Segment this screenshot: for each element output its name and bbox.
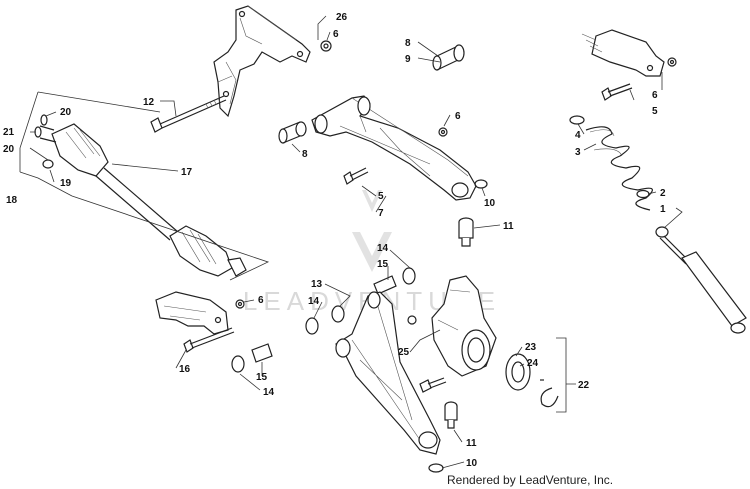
lower-a-arm bbox=[335, 291, 441, 455]
spring-retainer-4 bbox=[569, 115, 585, 125]
callout-23: 23 bbox=[525, 342, 537, 353]
axle-circlip-19 bbox=[42, 159, 54, 169]
cv-axle-17 bbox=[39, 123, 247, 277]
knuckle-bolt-lower bbox=[419, 377, 447, 393]
callout-14-mid: 14 bbox=[308, 296, 320, 307]
nut-6-top bbox=[320, 40, 332, 52]
callout-5-upper-arm: 5 bbox=[378, 191, 384, 202]
callout-5-top-right: 5 bbox=[652, 106, 658, 117]
nut-6-lower-left bbox=[235, 299, 245, 309]
callout-19: 19 bbox=[60, 178, 72, 189]
axle-circlip-20-top bbox=[40, 114, 48, 126]
bushing-8-left bbox=[278, 121, 307, 144]
callout-26: 26 bbox=[336, 12, 348, 23]
callout-6-top: 6 bbox=[333, 29, 339, 40]
callout-12: 12 bbox=[143, 97, 155, 108]
callout-1: 1 bbox=[660, 204, 666, 215]
callout-14-lower: 14 bbox=[263, 387, 275, 398]
callout-box-22 bbox=[556, 337, 576, 413]
bushing-13 bbox=[331, 305, 345, 323]
callout-22: 22 bbox=[578, 380, 590, 391]
bushing-8-top bbox=[432, 44, 465, 71]
callout-20-lower: 20 bbox=[3, 144, 15, 155]
callout-18: 18 bbox=[6, 195, 18, 206]
callout-16: 16 bbox=[179, 364, 191, 375]
callout-8-top: 8 bbox=[405, 38, 411, 49]
pin-15-right bbox=[373, 275, 397, 295]
circlip-10-lower bbox=[428, 463, 444, 473]
callout-25: 25 bbox=[398, 347, 410, 358]
bushing-14-right bbox=[402, 267, 416, 285]
steering-knuckle bbox=[431, 275, 497, 377]
render-credit: Rendered by LeadVenture, Inc. bbox=[447, 473, 613, 487]
bushing-14-mid bbox=[305, 317, 319, 335]
shock-upper-mount-bracket bbox=[581, 29, 665, 77]
callout-6-upper-arm: 6 bbox=[455, 111, 461, 122]
callout-24: 24 bbox=[527, 358, 539, 369]
bolt-16 bbox=[183, 327, 235, 353]
circlip-10-top bbox=[474, 179, 488, 189]
bolt-5-upper-arm bbox=[343, 167, 369, 185]
bearing-circlip bbox=[540, 387, 559, 408]
callout-11-lower: 11 bbox=[466, 438, 477, 449]
upper-a-arm bbox=[311, 95, 477, 201]
callout-box-18 bbox=[19, 91, 270, 281]
ball-joint-11-lower bbox=[444, 401, 458, 429]
callout-13: 13 bbox=[311, 279, 323, 290]
bolt-5-top-right bbox=[601, 83, 633, 101]
nut-6-upper-arm bbox=[438, 127, 448, 137]
callout-2: 2 bbox=[660, 188, 666, 199]
callout-15-lower: 15 bbox=[256, 372, 268, 383]
wheel-bearing-23 bbox=[505, 353, 531, 391]
bushing-14-lower-left bbox=[231, 355, 245, 373]
watermark-logo-icon bbox=[352, 190, 392, 272]
callout-11-upper: 11 bbox=[503, 221, 514, 232]
bolt-12 bbox=[150, 95, 227, 133]
callout-4: 4 bbox=[575, 130, 581, 141]
callout-6-top-right: 6 bbox=[652, 90, 658, 101]
callout-14-top: 14 bbox=[377, 243, 389, 254]
callout-21: 21 bbox=[3, 127, 15, 138]
ball-joint-11-upper bbox=[458, 217, 474, 247]
leader-lines bbox=[29, 15, 683, 469]
upper-frame-bracket bbox=[213, 5, 311, 118]
callout-10-top: 10 bbox=[484, 198, 496, 209]
callout-17: 17 bbox=[181, 167, 193, 178]
nut-6-top-right bbox=[667, 57, 677, 67]
callout-labels: 26 6 8 9 12 6 8 5 7 10 11 20 21 20 19 18… bbox=[3, 12, 666, 469]
knuckle-bolt-upper bbox=[407, 315, 417, 325]
shock-absorber-1 bbox=[655, 226, 747, 334]
spring-collar-2 bbox=[636, 189, 650, 199]
lower-frame-bracket bbox=[155, 291, 229, 335]
callout-15-top: 15 bbox=[377, 259, 389, 270]
callout-3: 3 bbox=[575, 147, 581, 158]
callout-7: 7 bbox=[378, 208, 384, 219]
callout-6-lower-left: 6 bbox=[258, 295, 264, 306]
coil-spring-3 bbox=[585, 126, 653, 211]
callout-10-lower: 10 bbox=[466, 458, 478, 469]
pin-15-lower-left bbox=[251, 343, 273, 363]
callout-8-left: 8 bbox=[302, 149, 308, 160]
callout-20-top: 20 bbox=[60, 107, 72, 118]
callout-9: 9 bbox=[405, 54, 411, 65]
